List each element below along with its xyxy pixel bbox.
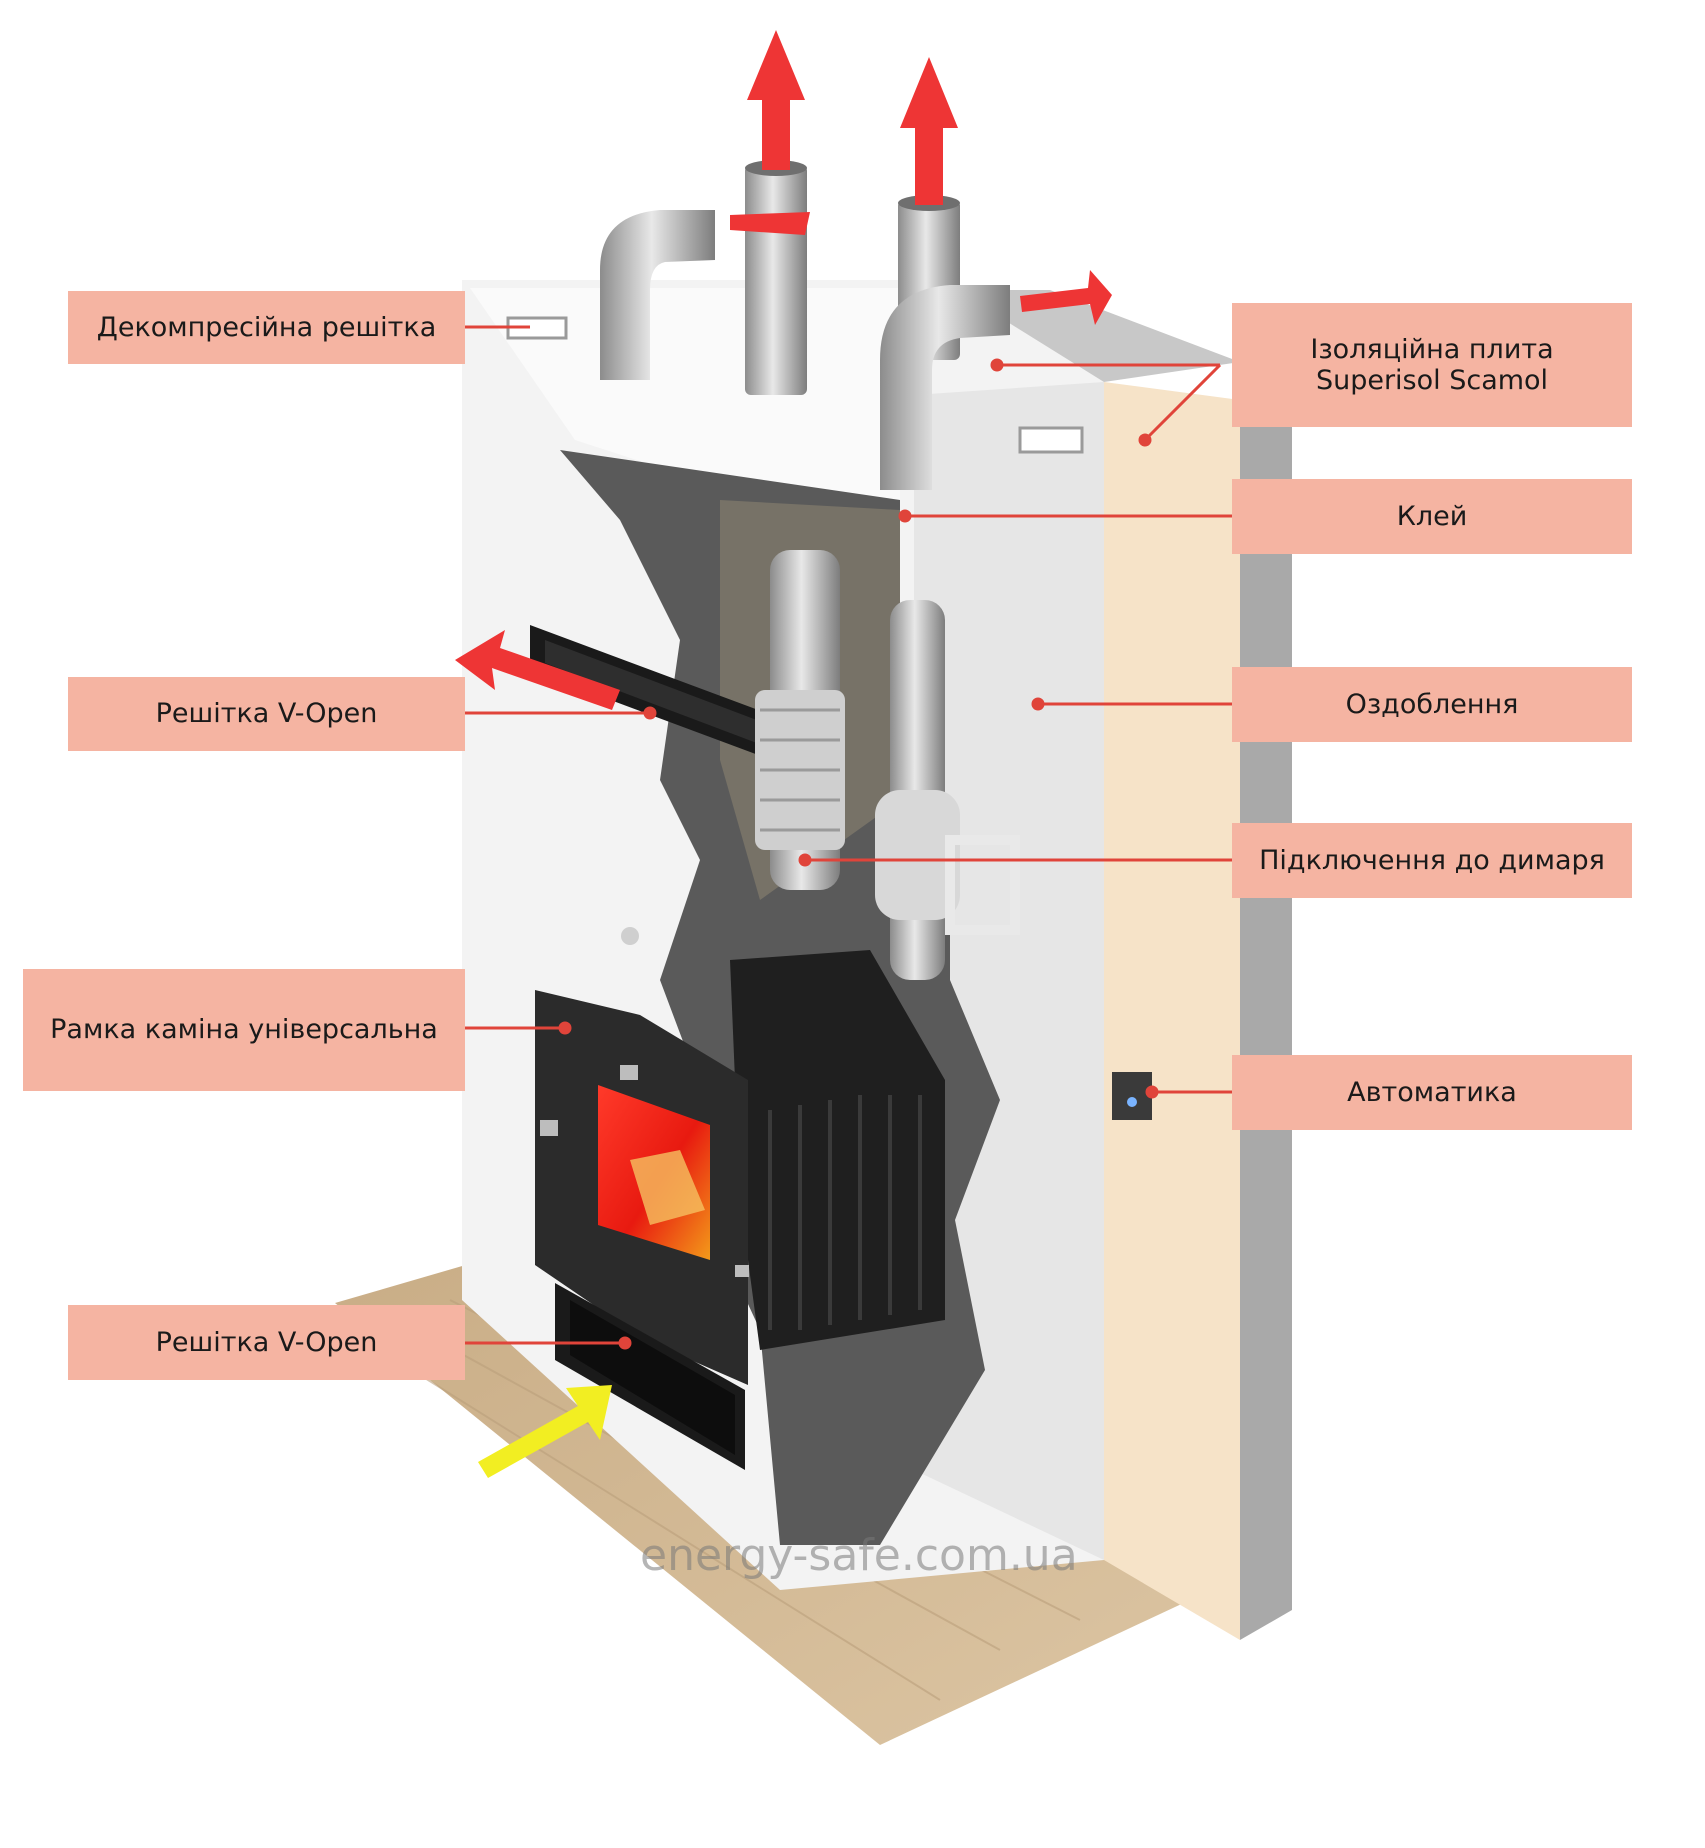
- concrete-wall: [1240, 378, 1292, 1640]
- callout-v-open-grille-top: Решітка V-Open: [68, 677, 465, 751]
- callout-automation: Автоматика: [1232, 1055, 1632, 1130]
- callout-text: Ізоляційна плита: [1310, 333, 1554, 365]
- callout-text: Решітка V-Open: [155, 1326, 378, 1358]
- callout-text: Клей: [1396, 500, 1468, 532]
- callout-text: Декомпресійна решітка: [96, 311, 437, 343]
- callout-text: Superisol Scamol: [1315, 365, 1549, 396]
- callout-decompression-grille: Декомпресійна решітка: [68, 291, 465, 364]
- cold-air-arrow: [478, 1385, 612, 1478]
- callout-finishing: Оздоблення: [1232, 667, 1632, 742]
- hot-air-arrow-5: [455, 630, 620, 710]
- callout-universal-frame: Рамка каміна універсальна: [23, 969, 465, 1091]
- watermark: energy-safe.com.ua: [640, 1530, 1078, 1581]
- callout-insulation-board: Ізоляційна плита Superisol Scamol: [1232, 303, 1632, 427]
- plaster-wall: [1104, 382, 1240, 1640]
- callout-glue: Клей: [1232, 479, 1632, 554]
- callout-chimney-connection: Підключення до димаря: [1232, 823, 1632, 898]
- hot-air-arrow-1: [747, 30, 805, 170]
- callout-text: Рамка каміна універсальна: [50, 1014, 438, 1046]
- hot-air-arrows: [455, 30, 1112, 710]
- leader-lines: [465, 325, 1232, 1350]
- callout-text: Автоматика: [1347, 1076, 1517, 1108]
- callout-text: Оздоблення: [1345, 688, 1519, 720]
- callout-v-open-grille-bottom: Решітка V-Open: [68, 1305, 465, 1380]
- hot-air-arrow-4: [1020, 270, 1112, 325]
- hot-air-arrow-2: [900, 57, 958, 205]
- callout-text: Решітка V-Open: [155, 698, 378, 730]
- callout-text: Підключення до димаря: [1259, 844, 1605, 876]
- hot-air-arrow-3: [730, 212, 810, 235]
